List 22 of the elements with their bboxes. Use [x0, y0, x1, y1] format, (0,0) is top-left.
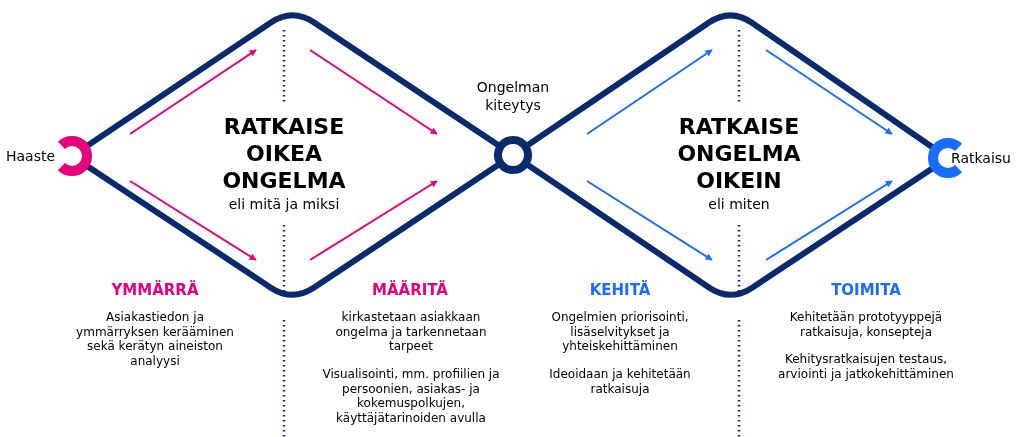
diamond-outline-line: [526, 12, 935, 151]
phase-description: Asiakastiedon ja ymmärryksen kerääminen sekä kerätyn aineiston analyysi: [75, 310, 235, 368]
milestone-label: Ratkaisu: [951, 149, 1011, 167]
phase-description: Visualisointi, mm. profiilien ja persoonien, asiakas- ja kokemuspolkujen, käyttäjätarinoiden avulla: [321, 367, 501, 425]
phase-title: MÄÄRITÄ: [371, 281, 449, 299]
stage-heading: RATKAISE ONGELMA OIKEIN: [676, 113, 802, 194]
stage-heading: RATKAISE OIKEA ONGELMA: [221, 113, 347, 194]
diamond-outline-line: [526, 162, 935, 298]
phase-title: YMMÄRRÄ: [110, 281, 200, 299]
phase-description: Ideoidaan ja kehitetään ratkaisuja: [548, 367, 692, 396]
milestone-label: Haaste: [6, 147, 56, 165]
stage-subtitle: eli miten: [707, 196, 771, 212]
phase-title: TOIMITA: [830, 281, 902, 299]
phase-description: kirkastetaan asiakkaan ongelma ja tarkennetaan tarpeet: [334, 310, 488, 354]
diamond-outline-line: [85, 162, 500, 298]
stage-subtitle: eli mitä ja miksi: [227, 196, 341, 212]
diamond-outline-line: [85, 12, 500, 149]
milestone-label: Ongelman kiteytys: [475, 78, 551, 114]
phase-description: Kehitetään prototyyppejä ratkaisuja, konsepteja: [788, 310, 944, 339]
phase-description: Ongelmien priorisointi, lisäselvitykset ja yhteiskehittäminen: [550, 310, 690, 354]
phase-description: Kehitysratkaisujen testaus, arviointi ja jatkokehittäminen: [777, 352, 955, 381]
phase-title: KEHITÄ: [588, 281, 652, 299]
